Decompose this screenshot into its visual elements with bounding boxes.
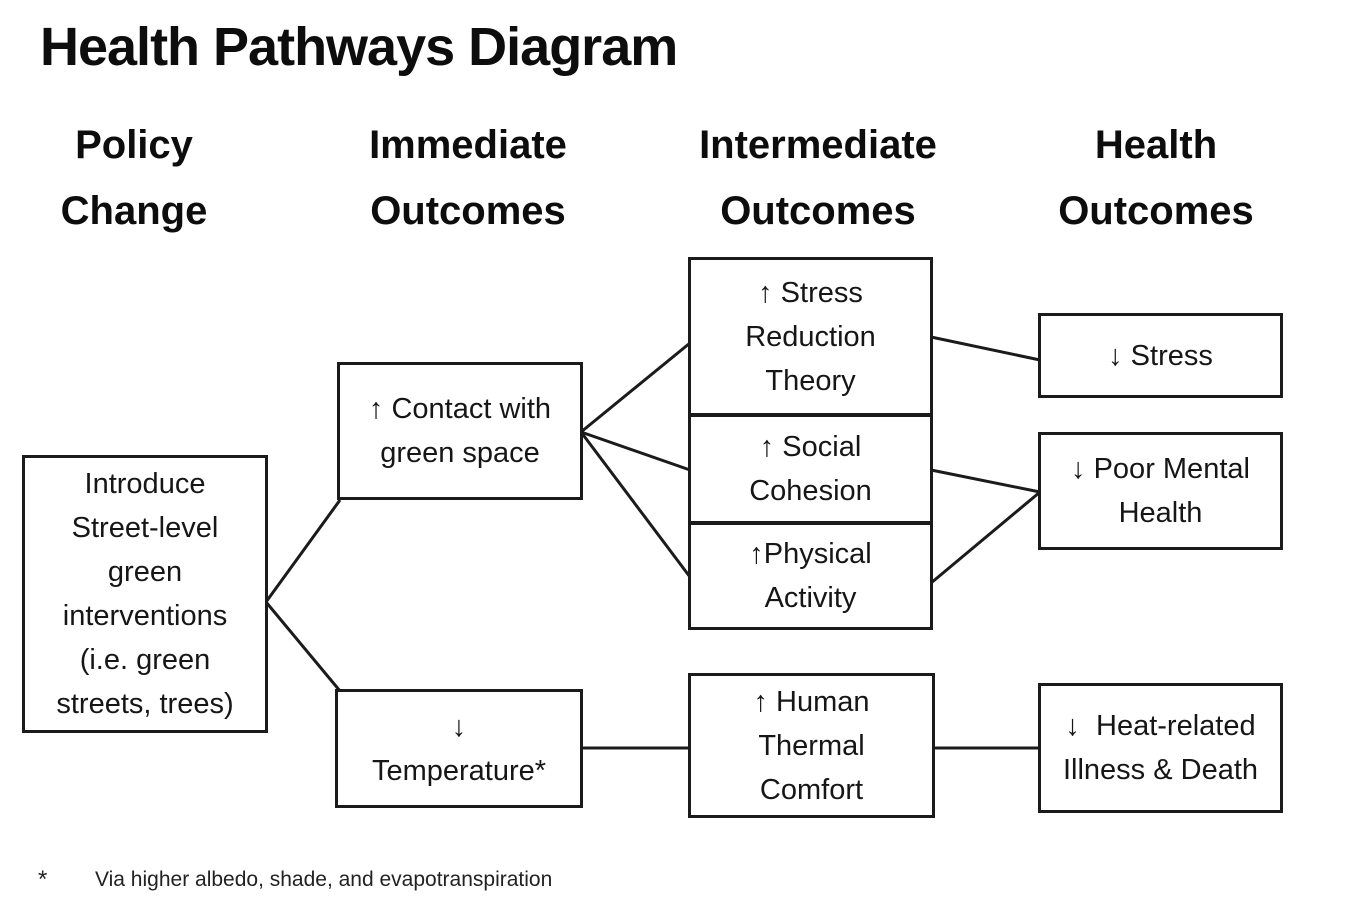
node-text-line: ↑ Social — [759, 431, 862, 463]
node-stress-reduction-theory: ↑ Stress Reduction Theory — [691, 260, 930, 413]
node-stress: ↓ Stress — [1038, 313, 1283, 398]
node-group-intermediate: ↑ Stress Reduction Theory ↑ Social Cohes… — [688, 257, 933, 630]
column-header-line: Outcomes — [720, 189, 916, 233]
node-text-line: Theory — [765, 364, 856, 397]
edge-policy-to-temperature — [264, 601, 342, 692]
node-text-line: Health — [1118, 497, 1203, 529]
node-text-line: ↓ Poor Mental — [1071, 453, 1250, 485]
column-header-intermediate-outcomes: Intermediate Outcomes — [668, 112, 968, 244]
column-header-policy-change: Policy Change — [14, 112, 254, 244]
node-text-line: Introduce — [84, 468, 206, 500]
node-text-line: Thermal — [758, 729, 865, 762]
node-social-cohesion: ↑ Social Cohesion — [691, 413, 930, 521]
node-text-line: (i.e. green — [79, 644, 211, 676]
node-text-line: green — [107, 556, 183, 588]
column-header-line: Health — [1094, 123, 1218, 167]
footnote-text: Via higher albedo, shade, and evapotrans… — [95, 868, 553, 891]
column-header-line: Change — [60, 189, 208, 233]
node-physical-activity: ↑Physical Activity — [691, 521, 930, 627]
node-poor-mental-health: ↓ Poor Mental Health — [1038, 432, 1283, 550]
node-text-line: ↑Physical — [749, 538, 872, 570]
column-header-line: Intermediate — [699, 123, 937, 167]
node-text-line: Reduction — [745, 320, 876, 353]
node-text-line: ↑ Stress — [758, 276, 863, 309]
column-header-line: Policy — [75, 123, 193, 167]
node-text-line: ↑ Human — [753, 685, 870, 718]
node-contact-with-green-space: ↑ Contact with green space — [337, 362, 583, 500]
edge-contact-to-social-cohesion — [580, 430, 691, 472]
column-header-line: Outcomes — [370, 189, 566, 233]
node-human-thermal-comfort: ↑ Human Thermal Comfort — [688, 673, 935, 818]
node-text-line: ↑ Contact with — [368, 393, 552, 425]
column-header-health-outcomes: Health Outcomes — [1036, 112, 1276, 244]
node-text-line: green space — [380, 437, 540, 469]
node-text-line: Temperature* — [371, 754, 547, 787]
node-text-line: Activity — [764, 582, 857, 614]
edge-policy-to-contact — [264, 499, 342, 603]
node-text-line: interventions — [62, 600, 228, 632]
node-text-line: Illness & Death — [1062, 754, 1259, 786]
column-header-line: Outcomes — [1058, 189, 1254, 233]
node-text-line: Comfort — [759, 773, 864, 806]
node-text-line: ↓ Heat-related — [1065, 710, 1256, 742]
edge-physical-activity-to-mental-health — [930, 490, 1041, 585]
footnote-asterisk: * — [38, 866, 48, 893]
column-header-line: Immediate — [369, 123, 567, 167]
node-heat-related-illness-death: ↓ Heat-related Illness & Death — [1038, 683, 1283, 813]
node-policy-intervention: Introduce Street-level green interventio… — [22, 455, 268, 733]
diagram-title: Health Pathways Diagram — [40, 17, 678, 77]
node-text-line: ↓ Stress — [1108, 339, 1213, 372]
edge-stress-reduction-to-stress — [930, 335, 1041, 362]
node-text-line: Cohesion — [749, 475, 872, 507]
edge-contact-to-physical-activity — [579, 431, 692, 578]
node-text-line: Street-level — [71, 512, 219, 544]
node-text-line: streets, trees) — [56, 688, 234, 720]
edge-social-cohesion-to-mental-health — [930, 468, 1041, 494]
footnote: * Via higher albedo, shade, and evapotra… — [38, 866, 552, 894]
node-text-line: ↓ — [451, 710, 467, 743]
node-temperature: ↓ Temperature* — [335, 689, 583, 808]
column-header-immediate-outcomes: Immediate Outcomes — [348, 112, 588, 244]
edge-contact-to-stress-reduction — [580, 341, 691, 434]
